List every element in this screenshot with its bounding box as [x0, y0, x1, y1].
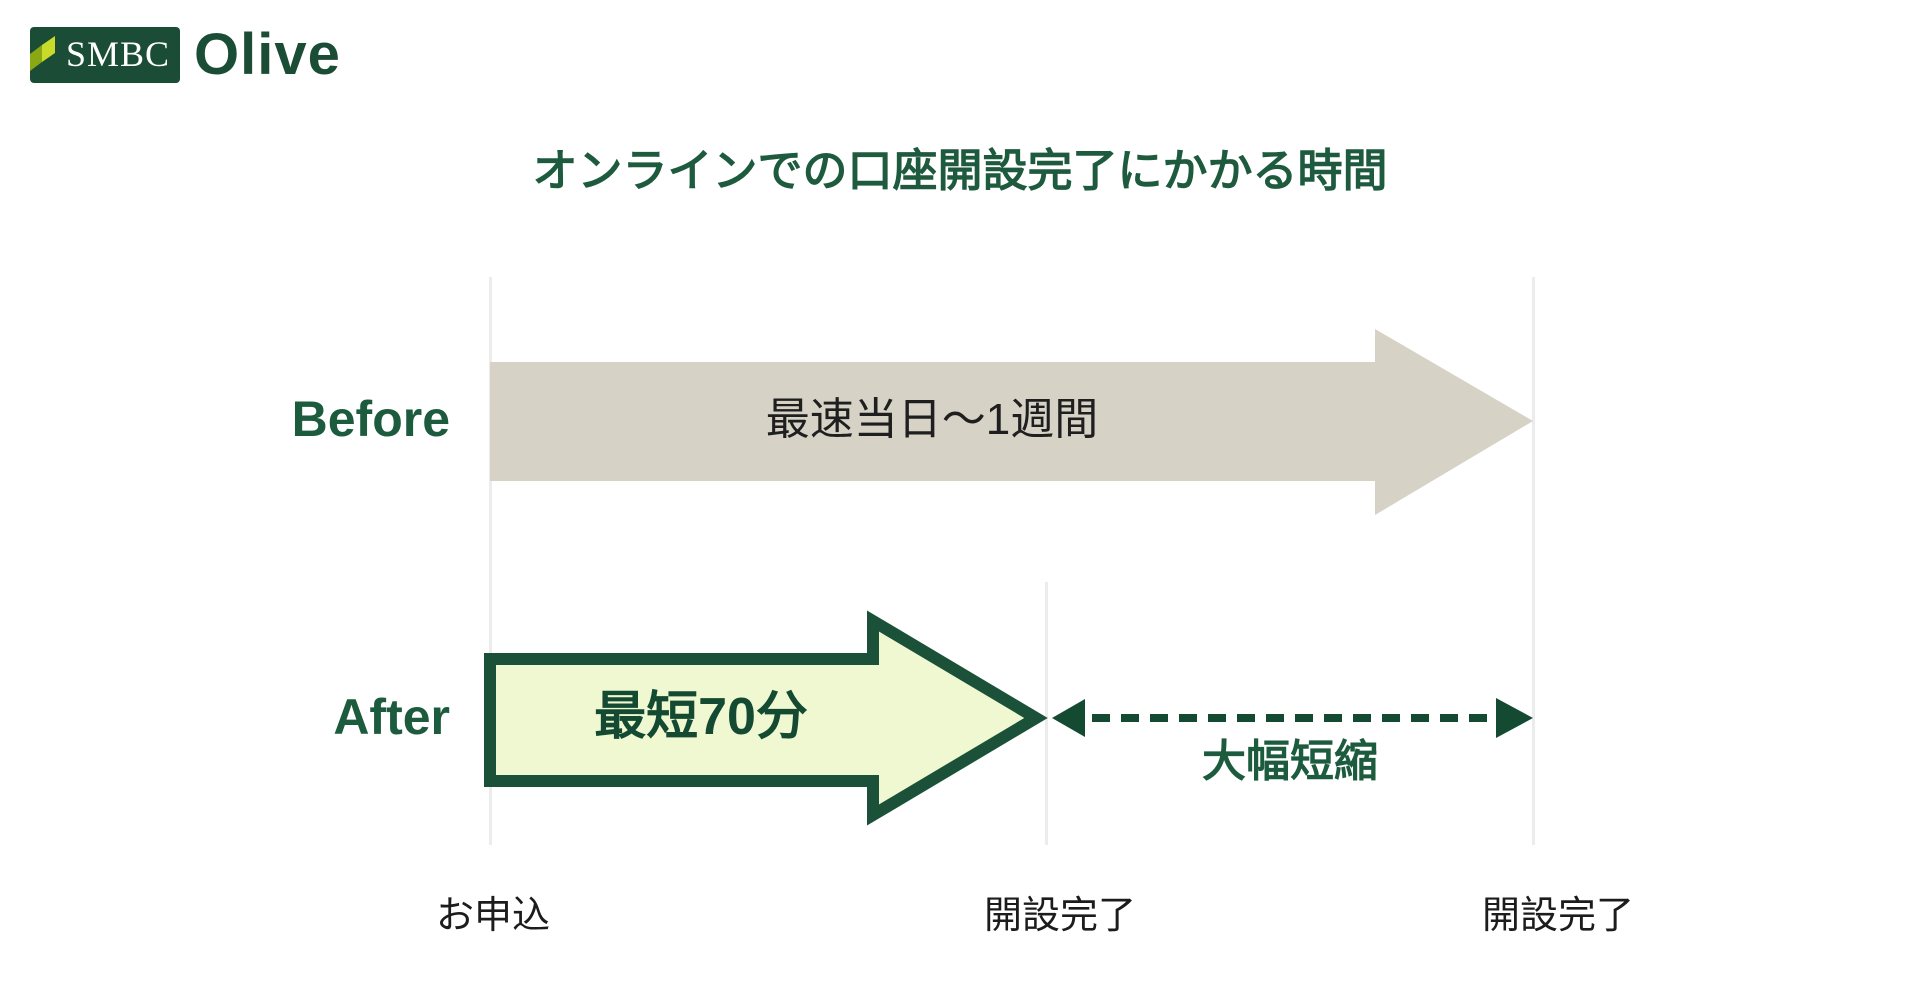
after-duration-label: 最短70分: [594, 688, 808, 746]
smbc-logo-badge: SMBC: [29, 27, 180, 83]
gridline-end: [1532, 277, 1535, 845]
gridline-mid: [1045, 582, 1048, 845]
before-arrow-shape: [490, 329, 1533, 515]
smbc-rising-mark-icon: [29, 36, 55, 71]
smbc-olive-logo: SMBC Olive: [29, 22, 341, 87]
reduction-arrowhead-left: [1052, 699, 1085, 737]
olive-logo-text: Olive: [194, 22, 341, 87]
axis-label-application: お申込: [435, 895, 550, 937]
gridline-start: [489, 277, 492, 845]
row-label-before: Before: [291, 391, 450, 447]
smbc-logo-text: SMBC: [65, 34, 170, 74]
after-arrow-shape: [484, 610, 1048, 826]
row-label-after: After: [333, 689, 450, 745]
axis-label-opened-after: 開設完了: [983, 895, 1136, 937]
reduction-annotation: 大幅短縮: [1202, 737, 1378, 786]
axis-label-opened-before: 開設完了: [1481, 895, 1634, 937]
before-duration-label: 最速当日〜1週間: [765, 395, 1099, 444]
page-title: オンラインでの口座開設完了にかかる時間: [532, 145, 1388, 196]
reduction-arrowhead-right: [1496, 698, 1533, 738]
